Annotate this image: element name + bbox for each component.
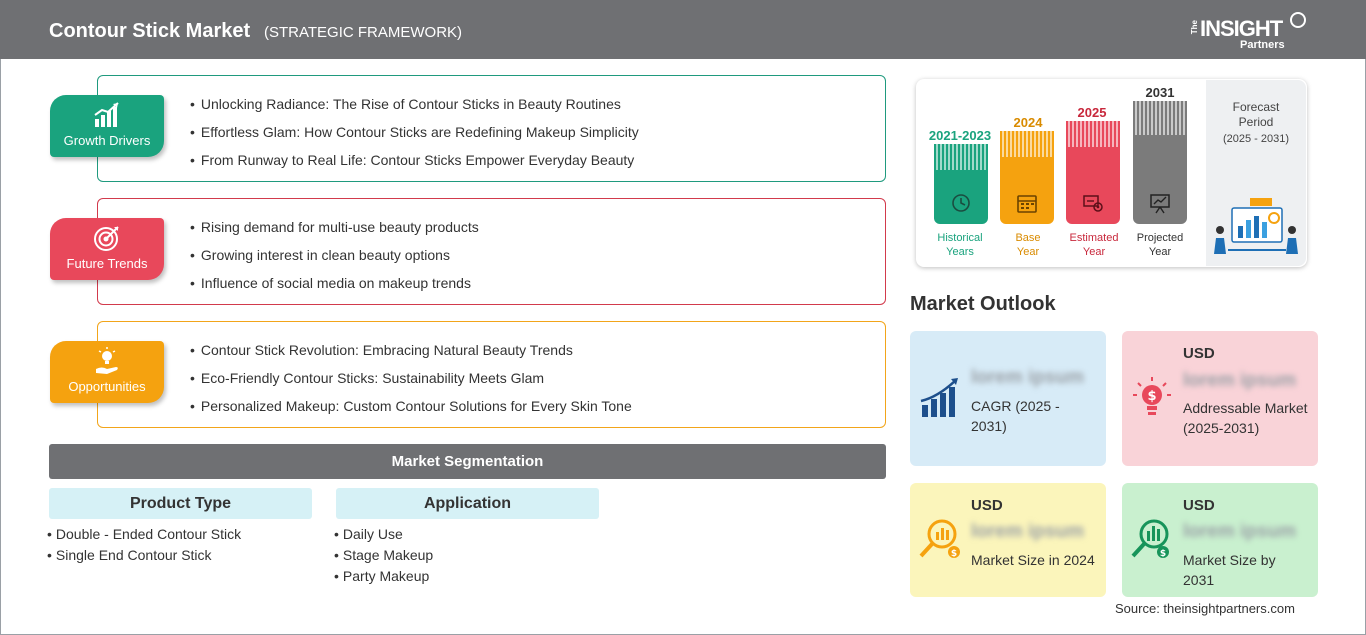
segmentation-title: Market Segmentation xyxy=(49,444,886,479)
future-trends-badge: Future Trends xyxy=(50,218,164,280)
period-year-historical: 2021-2023 xyxy=(928,128,992,143)
list-item: Eco-Friendly Contour Sticks: Sustainabil… xyxy=(190,366,632,394)
history-icon xyxy=(952,194,970,212)
analyst-dashboard-icon xyxy=(1214,198,1298,254)
dollar-bulb-icon: $ xyxy=(1133,377,1171,415)
opportunities-list: Contour Stick Revolution: Embracing Natu… xyxy=(190,338,632,422)
growth-drivers-badge: Growth Drivers xyxy=(50,95,164,157)
product-type-heading: Product Type xyxy=(49,488,312,519)
period-caption-projected: Projected Year xyxy=(1136,232,1184,258)
calendar-icon xyxy=(1017,195,1037,213)
magnifier-chart-icon: $ xyxy=(919,519,960,559)
insight-partners-logo[interactable]: The INSIGHT Partners xyxy=(1190,12,1310,54)
bar-chart-growth-icon xyxy=(94,102,119,127)
list-item: Effortless Glam: How Contour Sticks are … xyxy=(190,120,639,148)
addressable-value: lorem ipsum xyxy=(1183,370,1296,391)
size-2024-value: lorem ipsum xyxy=(971,521,1084,542)
growth-drivers-label: Growth Drivers xyxy=(63,133,151,148)
forecast-range: (2025 - 2031) xyxy=(1222,133,1290,145)
source-note[interactable]: Source: theinsightpartners.com xyxy=(1115,601,1295,616)
period-caption-base: Base Year xyxy=(1015,232,1041,258)
market-outlook-title: Market Outlook xyxy=(910,293,1056,315)
page-title: Contour Stick Market xyxy=(49,20,251,42)
forecast-label: Forecast Period xyxy=(1232,100,1280,129)
opportunities-box: Contour Stick Revolution: Embracing Natu… xyxy=(97,321,886,428)
list-item: Party Makeup xyxy=(334,566,433,587)
list-item: Growing interest in clean beauty options xyxy=(190,243,479,271)
period-year-base: 2024 xyxy=(1013,115,1043,130)
market-size-2031-card: USD $ lorem ipsum Market Size by 2031 xyxy=(1122,483,1318,597)
application-list: Daily Use Stage Makeup Party Makeup xyxy=(334,524,433,587)
svg-text:$: $ xyxy=(951,549,957,559)
cagr-card: lorem ipsum CAGR (2025 - 2031) xyxy=(910,331,1106,466)
cagr-label: CAGR (2025 - 2031) xyxy=(971,398,1060,434)
forecast-panel xyxy=(1206,80,1306,266)
size-2024-usd: USD xyxy=(971,497,1003,514)
page-subtitle: (STRATEGIC FRAMEWORK) xyxy=(264,24,463,41)
period-caption-estimated: Estimated Year xyxy=(1069,232,1119,258)
product-type-list: Double - Ended Contour Stick Single End … xyxy=(47,524,241,566)
list-item: Single End Contour Stick xyxy=(47,545,241,566)
list-item: Unlocking Radiance: The Rise of Contour … xyxy=(190,92,639,120)
future-trends-list: Rising demand for multi-use beauty produ… xyxy=(190,215,479,299)
period-bar-base xyxy=(1000,131,1054,224)
list-item: Double - Ended Contour Stick xyxy=(47,524,241,545)
size-2031-usd: USD xyxy=(1183,497,1215,514)
list-item: Contour Stick Revolution: Embracing Natu… xyxy=(190,338,632,366)
target-icon xyxy=(94,226,119,251)
list-item: Daily Use xyxy=(334,524,433,545)
growth-drivers-box: Unlocking Radiance: The Rise of Contour … xyxy=(97,75,886,182)
svg-text:$: $ xyxy=(1147,389,1156,404)
svg-text:$: $ xyxy=(1160,549,1166,559)
opportunities-label: Opportunities xyxy=(68,379,146,394)
list-item: Influence of social media on makeup tren… xyxy=(190,271,479,299)
lightbulb-hand-icon xyxy=(96,347,118,374)
cagr-value: lorem ipsum xyxy=(971,367,1084,388)
period-year-estimated: 2025 xyxy=(1077,105,1107,120)
list-item: From Runway to Real Life: Contour Sticks… xyxy=(190,148,639,176)
opportunities-badge: Opportunities xyxy=(50,341,164,403)
application-heading: Application xyxy=(336,488,599,519)
list-item: Stage Makeup xyxy=(334,545,433,566)
magnifier-bars-icon: $ xyxy=(1131,519,1169,559)
market-size-2024-card: USD $ lorem ipsum Market Size in 2024 xyxy=(910,483,1106,597)
period-bar-projected xyxy=(1133,101,1187,224)
addressable-label: Addressable Market (2025-2031) xyxy=(1183,400,1308,436)
size-2031-label: Market Size by 2031 xyxy=(1183,552,1276,588)
presentation-icon xyxy=(1150,194,1170,214)
period-year-projected: 2031 xyxy=(1145,85,1175,100)
gears-icon xyxy=(1083,195,1103,212)
period-bar-historical xyxy=(934,144,988,224)
future-trends-box: Rising demand for multi-use beauty produ… xyxy=(97,198,886,305)
period-caption-historical: Historical Years xyxy=(937,232,983,258)
size-2024-label: Market Size in 2024 xyxy=(971,552,1095,568)
addressable-usd: USD xyxy=(1183,345,1215,362)
list-item: Rising demand for multi-use beauty produ… xyxy=(190,215,479,243)
period-bar-estimated xyxy=(1066,121,1120,224)
growth-drivers-list: Unlocking Radiance: The Rise of Contour … xyxy=(190,92,639,176)
list-item: Personalized Makeup: Custom Contour Solu… xyxy=(190,394,632,422)
future-trends-label: Future Trends xyxy=(66,256,148,271)
size-2031-value: lorem ipsum xyxy=(1183,521,1296,542)
addressable-market-card: USD $ lorem ipsum Addressable Market (20… xyxy=(1122,331,1318,466)
header-bar: Contour Stick Market (STRATEGIC FRAMEWOR… xyxy=(0,0,1366,59)
growth-chart-icon xyxy=(920,378,958,417)
